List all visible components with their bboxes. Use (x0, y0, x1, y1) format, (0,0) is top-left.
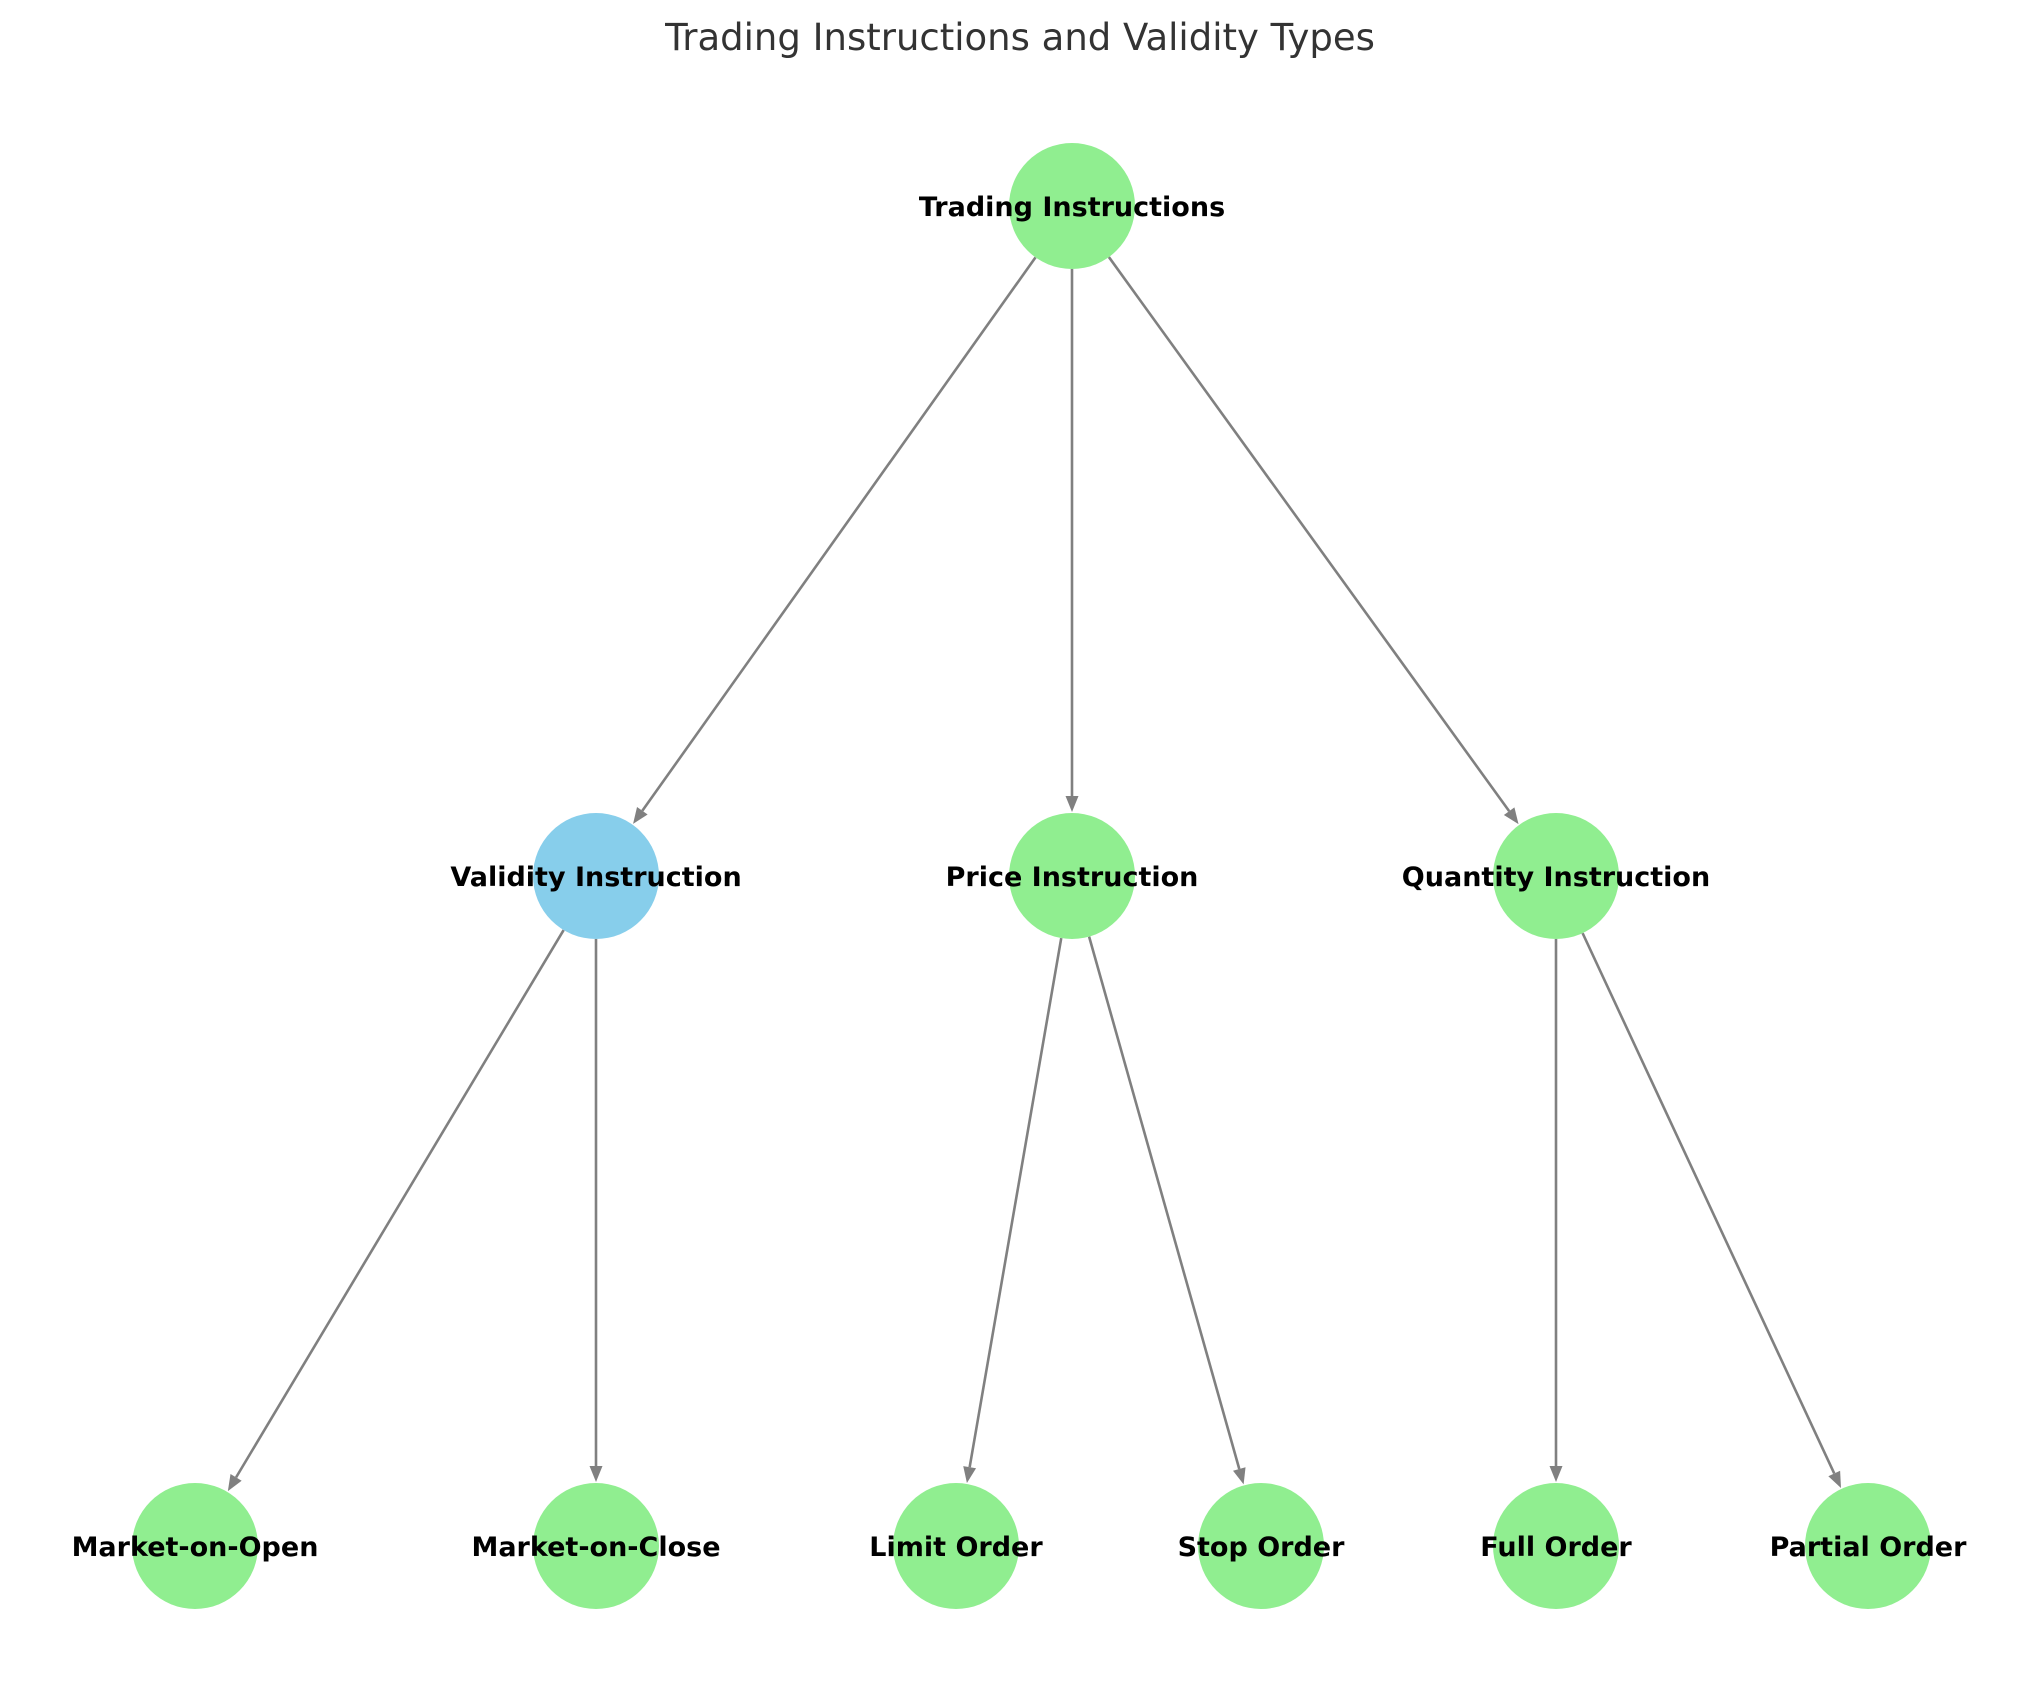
edge-trading-to-validity (633, 256, 1037, 824)
node-circle (893, 1483, 1019, 1609)
diagram-title: Trading Instructions and Validity Types (664, 16, 1375, 59)
edge-line (968, 937, 1063, 1468)
node-limit: Limit Order (869, 1483, 1043, 1609)
node-circle (1805, 1483, 1931, 1609)
edge-price-to-stop (1087, 936, 1246, 1485)
node-circle (1493, 1483, 1619, 1609)
node-label: Partial Order (1770, 1532, 1968, 1563)
arrow-head-icon (589, 1466, 603, 1482)
edge-line (641, 256, 1037, 812)
arrow-head-icon (1065, 796, 1079, 812)
node-circle (1198, 1483, 1324, 1609)
edge-validity-to-moc (589, 939, 603, 1482)
node-price: Price Instruction (946, 813, 1199, 939)
node-label: Market-on-Close (471, 1532, 720, 1563)
node-circle (132, 1483, 258, 1609)
node-label: Market-on-Open (72, 1532, 319, 1563)
arrow-head-icon (1233, 1467, 1246, 1485)
node-label: Quantity Instruction (1402, 862, 1710, 893)
node-trading: Trading Instructions (919, 143, 1225, 269)
edge-price-to-limit (963, 937, 1063, 1483)
arrow-head-icon (633, 807, 648, 824)
edge-line (1087, 936, 1241, 1470)
node-circle (1009, 143, 1135, 269)
node-label: Limit Order (869, 1532, 1043, 1563)
node-quantity: Quantity Instruction (1402, 813, 1710, 939)
node-circle (533, 1483, 659, 1609)
edge-quantity-to-full (1549, 939, 1563, 1482)
arrow-head-icon (227, 1474, 242, 1492)
edge-quantity-to-partial (1581, 932, 1841, 1488)
arrow-head-icon (1503, 807, 1519, 825)
node-label: Trading Instructions (919, 192, 1225, 223)
edges-layer (227, 256, 1841, 1492)
node-label: Validity Instruction (450, 862, 741, 893)
edge-line (1107, 256, 1511, 812)
node-stop: Stop Order (1178, 1483, 1346, 1609)
node-label: Price Instruction (946, 862, 1199, 893)
node-label: Full Order (1480, 1532, 1632, 1563)
node-moc: Market-on-Close (471, 1483, 721, 1609)
edge-line (1581, 932, 1836, 1475)
arrow-head-icon (963, 1466, 977, 1483)
node-full: Full Order (1480, 1483, 1632, 1609)
node-circle (533, 813, 659, 939)
edge-line (234, 929, 565, 1479)
node-partial: Partial Order (1770, 1483, 1968, 1609)
node-label: Stop Order (1178, 1532, 1346, 1563)
node-validity: Validity Instruction (450, 813, 742, 939)
arrow-head-icon (1828, 1470, 1841, 1488)
arrow-head-icon (1549, 1466, 1563, 1482)
edge-trading-to-price (1065, 269, 1079, 812)
edge-validity-to-moo (227, 929, 565, 1492)
edge-trading-to-quantity (1107, 256, 1519, 825)
node-circle (1493, 813, 1619, 939)
node-circle (1009, 813, 1135, 939)
node-moo: Market-on-Open (72, 1483, 319, 1609)
